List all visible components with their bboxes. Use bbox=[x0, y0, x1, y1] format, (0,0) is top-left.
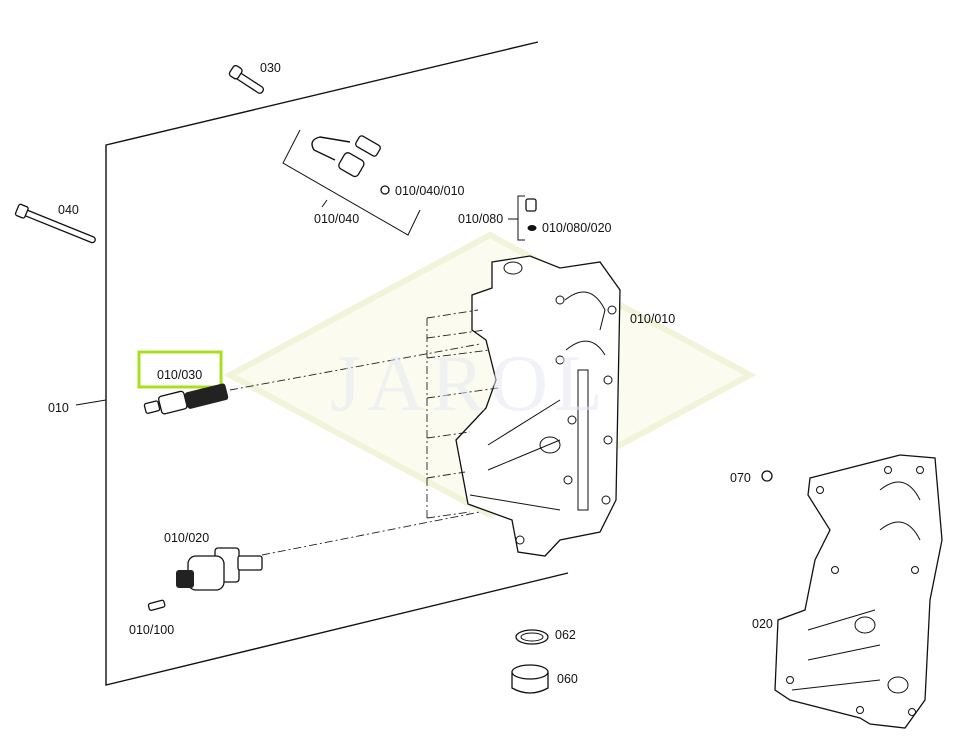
highlight-box-010-030 bbox=[137, 350, 223, 389]
label-010-080-020: 010/080/020 bbox=[542, 221, 612, 235]
label-010-030: 010/030 bbox=[157, 368, 202, 382]
seal-ring-070[interactable] bbox=[761, 470, 773, 482]
solenoid-valve-010-020[interactable] bbox=[176, 547, 263, 591]
oring-010-040-010[interactable] bbox=[380, 185, 390, 195]
label-010-040-010: 010/040/010 bbox=[395, 184, 465, 198]
label-060: 060 bbox=[557, 672, 578, 686]
sensor-010-040[interactable] bbox=[311, 135, 381, 178]
valve-body-010-010[interactable] bbox=[455, 255, 621, 557]
bracket-010-040 bbox=[282, 129, 421, 236]
label-040: 040 bbox=[58, 203, 79, 217]
label-010-080: 010/080 bbox=[458, 212, 503, 226]
label-030: 030 bbox=[260, 61, 281, 75]
leader-010 bbox=[75, 399, 107, 406]
gasket-020[interactable] bbox=[774, 454, 943, 729]
oring-062-inner bbox=[520, 632, 544, 642]
oring-062[interactable] bbox=[515, 629, 549, 645]
label-062: 062 bbox=[555, 628, 576, 642]
projection-lines bbox=[229, 309, 499, 556]
plug-010-080[interactable] bbox=[525, 198, 537, 212]
plug-060[interactable] bbox=[511, 664, 549, 694]
bolt-040[interactable] bbox=[14, 203, 96, 244]
label-010-100: 010/100 bbox=[129, 623, 174, 637]
mounting-plane-outline bbox=[105, 41, 569, 686]
label-070: 070 bbox=[730, 471, 751, 485]
label-010-010: 010/010 bbox=[630, 312, 675, 326]
screw-010-100[interactable] bbox=[147, 599, 166, 611]
bolt-030[interactable] bbox=[228, 64, 265, 94]
label-010-020: 010/020 bbox=[164, 531, 209, 545]
label-010: 010 bbox=[48, 401, 69, 415]
label-020: 020 bbox=[752, 617, 773, 631]
label-010-040: 010/040 bbox=[314, 212, 359, 226]
bracket-tick bbox=[321, 199, 328, 208]
solenoid-valve-010-030[interactable] bbox=[143, 383, 229, 415]
seal-010-080-020[interactable] bbox=[527, 225, 537, 231]
bracket-010-080 bbox=[517, 195, 525, 241]
